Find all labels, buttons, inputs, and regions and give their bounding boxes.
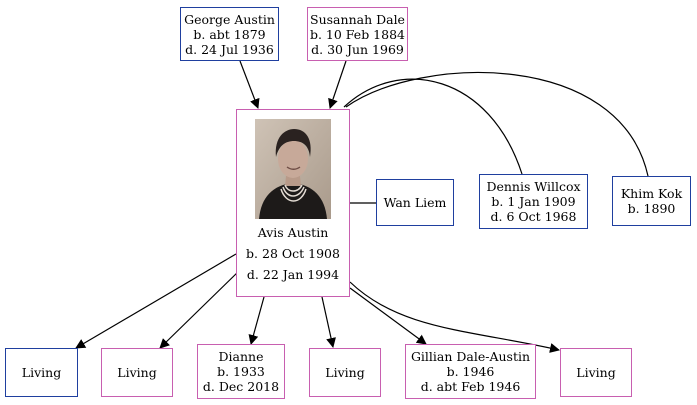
edge-focus-spouse-khim-kok	[345, 72, 649, 177]
edge-father-to-focus	[239, 60, 260, 109]
person-node-child-6[interactable]: Living	[560, 348, 632, 397]
edge-focus-spouse-dennis-willcox	[343, 78, 523, 175]
person-died: d. 22 Jan 1994	[246, 267, 340, 282]
person-died: d. abt Feb 1946	[420, 379, 521, 394]
edge-focus-to-child-3	[248, 296, 265, 345]
person-node-child-1[interactable]: Living	[5, 348, 78, 397]
person-node-mother[interactable]: Susannah Dale b. 10 Feb 1884 d. 30 Jun 1…	[307, 7, 408, 61]
person-node-child-5[interactable]: Gillian Dale-Austin b. 1946 d. abt Feb 1…	[405, 344, 536, 399]
person-born: b. 1 Jan 1909	[491, 194, 576, 209]
person-name: Avis Austin	[257, 225, 329, 240]
person-died: d. 24 Jul 1936	[185, 41, 274, 57]
person-node-focus[interactable]: Avis Austin b. 28 Oct 1908 d. 22 Jan 199…	[236, 109, 350, 297]
person-name: Khim Kok	[620, 186, 683, 201]
person-name: Susannah Dale	[310, 11, 405, 27]
person-name: Dennis Willcox	[486, 179, 581, 194]
edge-focus-to-child-5	[349, 287, 427, 345]
person-node-child-3[interactable]: Dianne b. 1933 d. Dec 2018	[197, 344, 285, 399]
person-born: b. 28 Oct 1908	[246, 246, 340, 261]
person-died: d. 30 Jun 1969	[311, 41, 404, 57]
person-name: Living	[117, 365, 157, 380]
person-born: b. 1946	[446, 364, 495, 379]
person-name: Dianne	[218, 349, 264, 364]
edge-focus-to-child-6	[349, 281, 560, 353]
person-born: b. abt 1879	[193, 26, 266, 42]
person-name: George Austin	[184, 11, 275, 27]
edge-mother-to-focus	[328, 60, 347, 109]
person-node-spouse-khim-kok[interactable]: Khim Kok b. 1890	[612, 176, 691, 226]
person-node-father[interactable]: George Austin b. abt 1879 d. 24 Jul 1936	[180, 7, 279, 61]
person-name: Living	[576, 365, 616, 380]
person-born: b. 1933	[217, 364, 265, 379]
person-died: d. Dec 2018	[202, 379, 280, 394]
person-name: Gillian Dale-Austin	[410, 349, 531, 364]
person-born: b. 1890	[627, 201, 676, 216]
person-node-child-4[interactable]: Living	[309, 348, 381, 397]
person-name: Living	[325, 365, 365, 380]
person-node-child-2[interactable]: Living	[101, 348, 173, 397]
portrait-photo	[255, 119, 331, 219]
person-born: b. 10 Feb 1884	[309, 26, 405, 42]
edge-focus-to-child-1	[75, 253, 237, 349]
person-node-spouse-wan-liem[interactable]: Wan Liem	[376, 179, 454, 226]
person-name: Living	[21, 365, 62, 380]
edge-focus-to-child-2	[159, 269, 241, 349]
edge-focus-to-child-4	[321, 296, 336, 348]
person-died: d. 6 Oct 1968	[490, 209, 577, 224]
person-name: Wan Liem	[383, 195, 447, 210]
person-node-spouse-dennis-willcox[interactable]: Dennis Willcox b. 1 Jan 1909 d. 6 Oct 19…	[479, 174, 588, 229]
